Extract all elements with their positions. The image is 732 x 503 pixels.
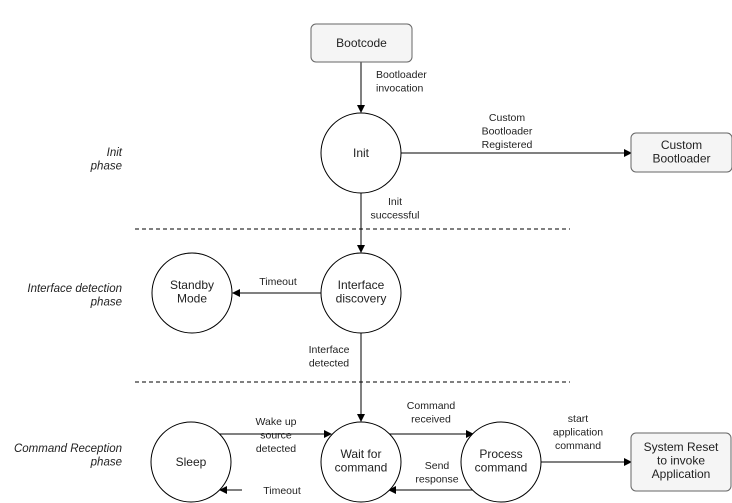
label-line: Send bbox=[425, 460, 450, 472]
label-line: start bbox=[568, 413, 589, 425]
label-line: Interface bbox=[338, 278, 385, 292]
label-line: Wait for bbox=[341, 447, 382, 461]
edge-label-send-response: Send response bbox=[415, 460, 458, 486]
label-line: System Reset bbox=[644, 440, 719, 454]
label-line: Timeout bbox=[263, 485, 301, 497]
label-line: discovery bbox=[336, 292, 387, 306]
label-line: phase bbox=[90, 297, 122, 309]
label-line: Process bbox=[479, 447, 522, 461]
edge-label-interface-detected: Interface detected bbox=[309, 344, 350, 370]
label-line: Init bbox=[107, 147, 123, 159]
node-init-label: Init bbox=[353, 146, 370, 160]
label-line: command bbox=[555, 440, 601, 452]
label-line: command bbox=[475, 461, 528, 475]
label-line: detected bbox=[309, 358, 349, 370]
label-line: Interface bbox=[309, 344, 350, 356]
node-bootcode: Bootcode bbox=[310, 23, 413, 63]
label-line: Init bbox=[353, 146, 370, 160]
label-line: Standby bbox=[170, 278, 214, 292]
label-line: to invoke bbox=[657, 454, 705, 468]
label-line: Command bbox=[407, 400, 456, 412]
node-sleep-label: Sleep bbox=[176, 455, 207, 469]
phase-label-command-reception: Command Reception phase bbox=[14, 443, 122, 469]
label-line: received bbox=[411, 414, 451, 426]
label-line: successful bbox=[370, 210, 419, 222]
label-line: source bbox=[260, 430, 292, 442]
edge-label-command-received: Command received bbox=[407, 400, 456, 426]
label-line: Command Reception bbox=[14, 443, 122, 455]
node-init: Init bbox=[320, 112, 402, 194]
label-line: Bootloader bbox=[482, 126, 533, 138]
label-line: phase bbox=[90, 457, 122, 469]
node-sleep: Sleep bbox=[150, 421, 232, 503]
label-line: Bootloader bbox=[652, 152, 710, 166]
label-line: Init bbox=[388, 196, 402, 208]
edge-label-timeout-standby: Timeout bbox=[259, 276, 297, 288]
label-line: Custom bbox=[661, 138, 702, 152]
edge-label-bootloader-invocation: Bootloader invocation bbox=[376, 69, 427, 95]
label-line: Interface detection bbox=[27, 283, 122, 295]
label-line: Application bbox=[652, 467, 711, 481]
label-line: command bbox=[335, 461, 388, 475]
label-line: Bootloader bbox=[376, 69, 427, 81]
node-bootcode-label: Bootcode bbox=[336, 36, 387, 50]
edge-label-init-successful: Init successful bbox=[370, 196, 419, 222]
phase-label-interface-detection: Interface detection phase bbox=[27, 283, 122, 309]
label-line: Mode bbox=[177, 292, 207, 306]
label-line: application bbox=[553, 427, 603, 439]
label-line: invocation bbox=[376, 83, 423, 95]
label-line: Registered bbox=[482, 139, 533, 151]
label-line: Bootcode bbox=[336, 36, 387, 50]
label-line: Wake up bbox=[255, 416, 296, 428]
label-line: response bbox=[415, 474, 458, 486]
label-line: Sleep bbox=[176, 455, 207, 469]
label-line: detected bbox=[256, 443, 296, 455]
phase-label-init: Init phase bbox=[90, 147, 123, 173]
label-line: Timeout bbox=[259, 276, 297, 288]
edge-label-timeout-sleep: Timeout bbox=[263, 485, 301, 497]
label-line: phase bbox=[90, 161, 122, 173]
label-line: Custom bbox=[489, 112, 525, 124]
